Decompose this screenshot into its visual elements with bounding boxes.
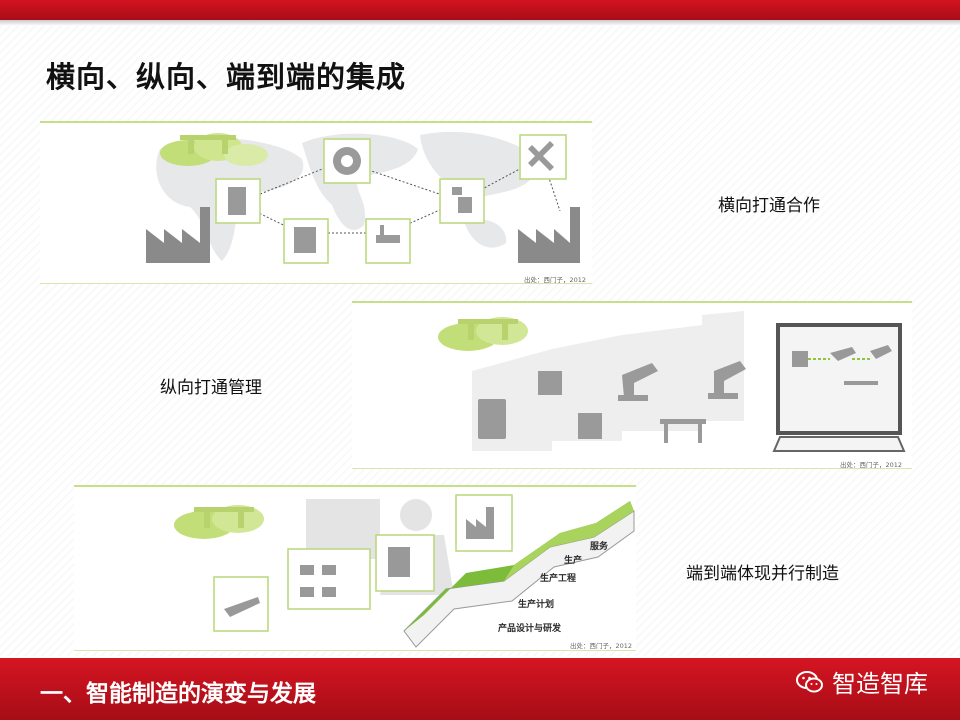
vertical-caption: 纵向打通管理 bbox=[160, 378, 262, 398]
source-note: 出处：西门子，2012 bbox=[840, 461, 903, 469]
stair-label-production-planning: 生产计划 bbox=[518, 600, 555, 610]
panel-bottom-line bbox=[74, 650, 636, 651]
source-note: 出处：西门子，2012 bbox=[524, 276, 587, 284]
horizontal-integration-panel: 出处：西门子，2012 bbox=[40, 121, 592, 284]
stair-label-production: 生产 bbox=[564, 556, 583, 566]
stair-steps bbox=[403, 501, 635, 648]
world-network-diagram bbox=[146, 131, 580, 264]
factory-icon-right bbox=[518, 207, 580, 263]
factory-icon-left bbox=[146, 207, 210, 263]
source-note: 出处：西门子，2012 bbox=[570, 642, 633, 650]
stair-label-product-design: 产品设计与研发 bbox=[498, 624, 562, 634]
panel-top-line bbox=[74, 485, 636, 487]
top-shadow bbox=[0, 20, 960, 26]
bottom-red-bar bbox=[0, 658, 960, 720]
stair-label-service: 服务 bbox=[590, 542, 609, 552]
stair-label-production-engineering: 生产工程 bbox=[540, 574, 577, 584]
brand-logo: 智造智库 bbox=[796, 664, 928, 699]
section-title: 一、智能制造的演变与发展 bbox=[40, 681, 316, 707]
brand-name: 智造智库 bbox=[832, 670, 928, 698]
vertical-integration-panel: 出处：西门子，2012 bbox=[352, 301, 912, 469]
lifecycle-diagram bbox=[174, 494, 635, 648]
panel-bottom-line bbox=[352, 468, 912, 469]
top-red-bar bbox=[0, 0, 960, 20]
panel-top-line bbox=[40, 121, 592, 123]
cloud-icon bbox=[160, 133, 268, 166]
panel-top-line bbox=[352, 301, 912, 303]
end-to-end-caption: 端到端体现并行制造 bbox=[686, 564, 839, 584]
monitor-icon bbox=[772, 323, 906, 452]
end-to-end-panel: 服务 生产 生产工程 生产计划 产品设计与研发 出处：西门子，2012 bbox=[74, 485, 636, 651]
factory-floor-diagram bbox=[438, 311, 906, 452]
horizontal-caption: 横向打通合作 bbox=[718, 196, 820, 216]
panel-bottom-line bbox=[40, 283, 592, 284]
slide-title: 横向、纵向、端到端的集成 bbox=[46, 60, 407, 94]
wechat-icon bbox=[796, 670, 823, 692]
